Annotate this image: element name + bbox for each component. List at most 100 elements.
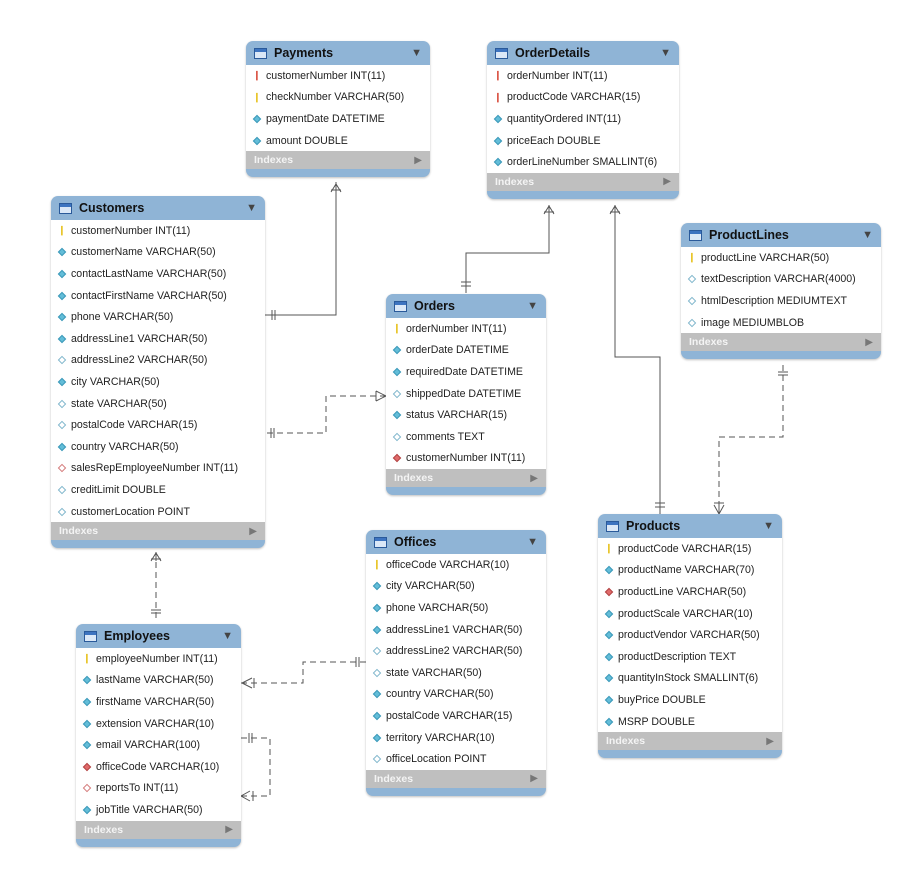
column-row[interactable]: textDescription VARCHAR(4000): [681, 269, 881, 291]
column-row[interactable]: image MEDIUMBLOB: [681, 312, 881, 334]
table-employees[interactable]: Employees▼❙employeeNumber INT(11)lastNam…: [76, 624, 241, 847]
column-row[interactable]: htmlDescription MEDIUMTEXT: [681, 290, 881, 312]
table-header[interactable]: Customers▼: [51, 196, 265, 220]
column-row[interactable]: ❙customerNumber INT(11): [51, 220, 265, 242]
column-row[interactable]: buyPrice DOUBLE: [598, 689, 782, 711]
column-row[interactable]: state VARCHAR(50): [366, 662, 546, 684]
column-row[interactable]: productLine VARCHAR(50): [598, 581, 782, 603]
indexes-section[interactable]: Indexes▶: [598, 732, 782, 751]
indexes-section[interactable]: Indexes▶: [386, 469, 546, 488]
table-customers[interactable]: Customers▼❙customerNumber INT(11) custome…: [51, 196, 265, 549]
table-header[interactable]: Payments▼: [246, 41, 430, 65]
indexes-section[interactable]: Indexes▶: [51, 522, 265, 541]
column-row[interactable]: postalCode VARCHAR(15): [51, 414, 265, 436]
indexes-section[interactable]: Indexes▶: [487, 172, 679, 191]
table-offices[interactable]: Offices▼❙officeCode VARCHAR(10)city VARC…: [366, 530, 546, 796]
column-row[interactable]: shippedDate DATETIME: [386, 383, 546, 405]
column-row[interactable]: city VARCHAR(50): [51, 371, 265, 393]
column-row[interactable]: firstName VARCHAR(50): [76, 691, 241, 713]
table-orders[interactable]: Orders▼❙orderNumber INT(11)orderDate DAT…: [386, 294, 546, 496]
column-row[interactable]: paymentDate DATETIME: [246, 108, 430, 130]
column-row[interactable]: addressLine1 VARCHAR(50): [366, 619, 546, 641]
expand-indexes-icon[interactable]: ▶: [865, 336, 873, 348]
column-row[interactable]: postalCode VARCHAR(15): [366, 705, 546, 727]
column-row[interactable]: quantityOrdered INT(11): [487, 108, 679, 130]
column-row[interactable]: salesRepEmployeeNumber INT(11): [51, 458, 265, 480]
expand-indexes-icon[interactable]: ▶: [530, 472, 538, 484]
table-productlines[interactable]: ProductLines▼❙productLine VARCHAR(50)tex…: [681, 223, 881, 360]
column-row[interactable]: extension VARCHAR(10): [76, 713, 241, 735]
column-row[interactable]: ❙customerNumber INT(11): [246, 65, 430, 87]
collapse-toggle-icon[interactable]: ▼: [527, 536, 538, 548]
column-row[interactable]: orderDate DATETIME: [386, 340, 546, 362]
column-row[interactable]: status VARCHAR(15): [386, 404, 546, 426]
column-row[interactable]: creditLimit DOUBLE: [51, 479, 265, 501]
indexes-section[interactable]: Indexes▶: [246, 151, 430, 170]
column-row[interactable]: phone VARCHAR(50): [51, 306, 265, 328]
column-row[interactable]: country VARCHAR(50): [366, 684, 546, 706]
column-row[interactable]: orderLineNumber SMALLINT(6): [487, 151, 679, 173]
column-row[interactable]: productDescription TEXT: [598, 646, 782, 668]
column-row[interactable]: addressLine1 VARCHAR(50): [51, 328, 265, 350]
expand-indexes-icon[interactable]: ▶: [249, 525, 257, 537]
table-header[interactable]: Orders▼: [386, 294, 546, 318]
table-header[interactable]: Employees▼: [76, 624, 241, 648]
collapse-toggle-icon[interactable]: ▼: [222, 630, 233, 642]
column-row[interactable]: reportsTo INT(11): [76, 778, 241, 800]
column-row[interactable]: amount DOUBLE: [246, 130, 430, 152]
indexes-section[interactable]: Indexes▶: [681, 333, 881, 352]
column-row[interactable]: ❙productLine VARCHAR(50): [681, 247, 881, 269]
collapse-toggle-icon[interactable]: ▼: [527, 300, 538, 312]
column-row[interactable]: phone VARCHAR(50): [366, 597, 546, 619]
column-row[interactable]: ❙officeCode VARCHAR(10): [366, 554, 546, 576]
column-row[interactable]: lastName VARCHAR(50): [76, 670, 241, 692]
column-row[interactable]: ❙productCode VARCHAR(15): [598, 538, 782, 560]
column-row[interactable]: MSRP DOUBLE: [598, 711, 782, 733]
collapse-toggle-icon[interactable]: ▼: [411, 47, 422, 59]
column-row[interactable]: jobTitle VARCHAR(50): [76, 799, 241, 821]
column-row[interactable]: ❙employeeNumber INT(11): [76, 648, 241, 670]
expand-indexes-icon[interactable]: ▶: [766, 735, 774, 747]
table-products[interactable]: Products▼❙productCode VARCHAR(15)product…: [598, 514, 782, 759]
column-row[interactable]: priceEach DOUBLE: [487, 130, 679, 152]
column-row[interactable]: ❙orderNumber INT(11): [386, 318, 546, 340]
indexes-section[interactable]: Indexes▶: [366, 769, 546, 788]
column-row[interactable]: territory VARCHAR(10): [366, 727, 546, 749]
table-header[interactable]: ProductLines▼: [681, 223, 881, 247]
column-row[interactable]: customerNumber INT(11): [386, 448, 546, 470]
column-row[interactable]: ❙orderNumber INT(11): [487, 65, 679, 87]
collapse-toggle-icon[interactable]: ▼: [660, 47, 671, 59]
table-header[interactable]: Products▼: [598, 514, 782, 538]
column-row[interactable]: addressLine2 VARCHAR(50): [51, 350, 265, 372]
column-row[interactable]: officeCode VARCHAR(10): [76, 756, 241, 778]
column-row[interactable]: officeLocation POINT: [366, 748, 546, 770]
column-row[interactable]: quantityInStock SMALLINT(6): [598, 668, 782, 690]
column-row[interactable]: ❙productCode VARCHAR(15): [487, 87, 679, 109]
column-row[interactable]: email VARCHAR(100): [76, 734, 241, 756]
column-row[interactable]: state VARCHAR(50): [51, 393, 265, 415]
collapse-toggle-icon[interactable]: ▼: [862, 229, 873, 241]
column-row[interactable]: productVendor VARCHAR(50): [598, 624, 782, 646]
column-row[interactable]: comments TEXT: [386, 426, 546, 448]
table-header[interactable]: Offices▼: [366, 530, 546, 554]
column-row[interactable]: city VARCHAR(50): [366, 576, 546, 598]
collapse-toggle-icon[interactable]: ▼: [246, 202, 257, 214]
expand-indexes-icon[interactable]: ▶: [663, 176, 671, 188]
column-row[interactable]: requiredDate DATETIME: [386, 361, 546, 383]
table-header[interactable]: OrderDetails▼: [487, 41, 679, 65]
column-row[interactable]: contactLastName VARCHAR(50): [51, 263, 265, 285]
table-orderdetails[interactable]: OrderDetails▼❙orderNumber INT(11)❙produc…: [487, 41, 679, 199]
column-row[interactable]: addressLine2 VARCHAR(50): [366, 640, 546, 662]
indexes-section[interactable]: Indexes▶: [76, 820, 241, 839]
column-row[interactable]: productName VARCHAR(70): [598, 560, 782, 582]
column-row[interactable]: productScale VARCHAR(10): [598, 603, 782, 625]
expand-indexes-icon[interactable]: ▶: [225, 824, 233, 836]
expand-indexes-icon[interactable]: ▶: [414, 154, 422, 166]
column-row[interactable]: customerLocation POINT: [51, 501, 265, 523]
collapse-toggle-icon[interactable]: ▼: [763, 520, 774, 532]
expand-indexes-icon[interactable]: ▶: [530, 773, 538, 785]
column-row[interactable]: contactFirstName VARCHAR(50): [51, 285, 265, 307]
column-row[interactable]: country VARCHAR(50): [51, 436, 265, 458]
column-row[interactable]: ❙checkNumber VARCHAR(50): [246, 87, 430, 109]
table-payments[interactable]: Payments▼❙customerNumber INT(11)❙checkNu…: [246, 41, 430, 178]
